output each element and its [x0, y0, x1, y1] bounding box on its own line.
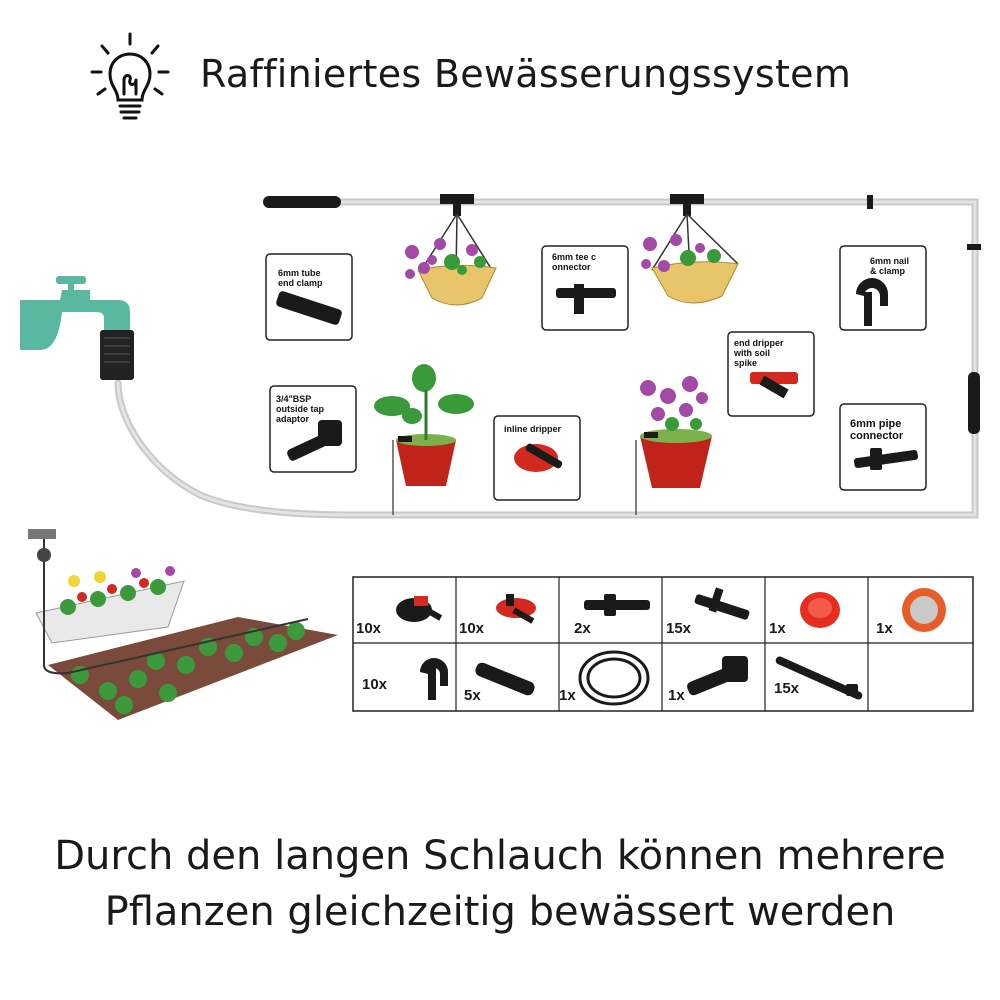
label-inline-dripper: inline dripper — [504, 424, 562, 434]
label-tap-adaptor: 3/4"BSP outside tap adaptor — [276, 394, 325, 424]
label-tube-end-clamp: 6mm tube end clamp — [278, 268, 323, 288]
caption: Durch den langen Schlauch können mehrere… — [0, 828, 1000, 940]
caption-line-1: Durch den langen Schlauch können mehrere — [54, 833, 946, 879]
kit-qty: 1x — [559, 687, 576, 704]
potted-plant-left — [374, 364, 474, 515]
kit-qty: 1x — [668, 687, 685, 704]
caption-line-2: Pflanzen gleichzeitig bewässert werden — [104, 889, 896, 935]
kit-contents-table — [352, 576, 974, 712]
garden-scene-illustration — [28, 529, 338, 720]
label-tee-connector: 6mm tee c onnector — [552, 252, 597, 272]
kit-qty: 1x — [769, 620, 786, 637]
label-nail-clamp: 6mm nail & clamp — [870, 256, 910, 276]
kit-qty: 2x — [574, 620, 591, 637]
pipe-end-clamp — [263, 196, 341, 208]
hanging-basket-right — [641, 194, 739, 304]
label-end-dripper: end dripper with soil spike — [734, 338, 784, 368]
page-title: Raffiniertes Bewässerungssystem — [200, 52, 852, 96]
hanging-basket-left — [405, 194, 497, 306]
label-pipe-connector: 6mm pipe connector — [850, 418, 904, 442]
kit-qty: 10x — [356, 620, 382, 637]
kit-qty: 15x — [666, 620, 692, 637]
kit-qty: 10x — [362, 676, 388, 693]
kit-qty: 5x — [464, 687, 481, 704]
kit-qty: 1x — [876, 620, 893, 637]
potted-plant-right — [635, 376, 712, 515]
kit-qty: 15x — [774, 680, 800, 697]
kit-qty: 10x — [459, 620, 485, 637]
water-tap — [20, 276, 134, 380]
irrigation-diagram — [20, 194, 981, 519]
lightbulb-icon — [90, 32, 170, 120]
